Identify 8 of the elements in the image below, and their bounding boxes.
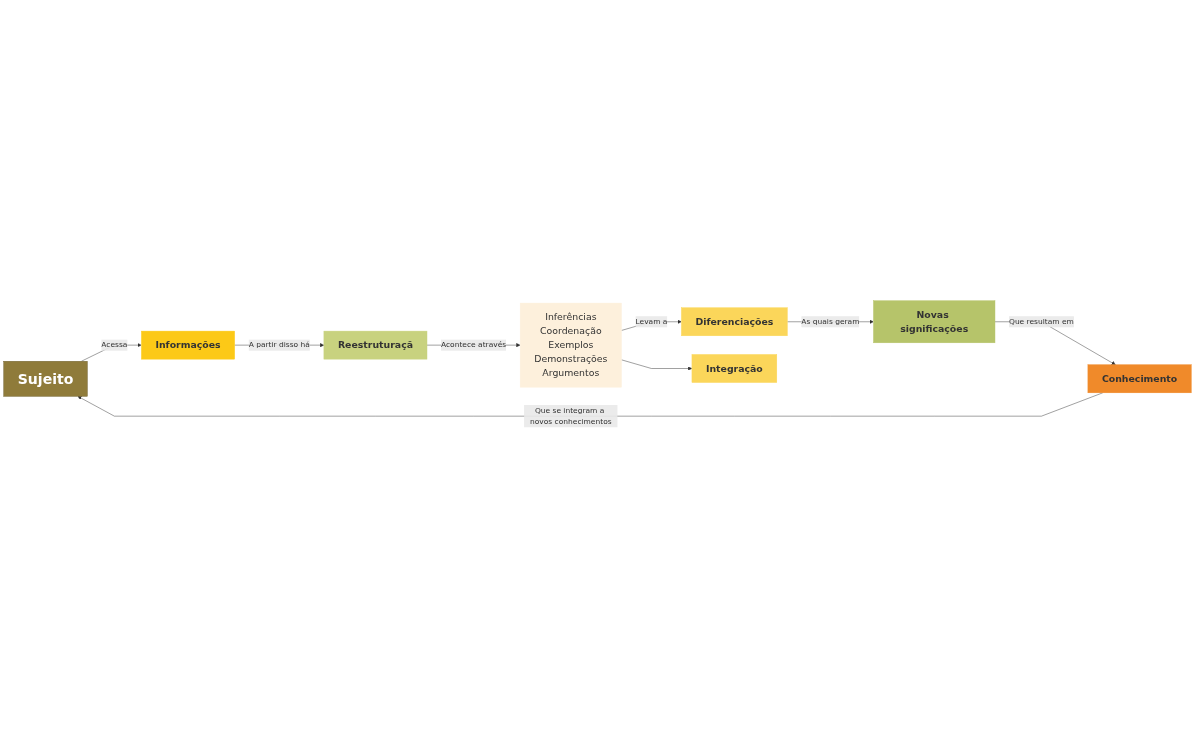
node-box: Sujeito — [3, 361, 88, 397]
node-box: Integração — [691, 354, 778, 384]
node-box: Novas significações — [873, 300, 996, 344]
node-box: Inferências Coordenação Exemplos Demonstrações Argumentos — [519, 303, 622, 388]
node-box: Reestruturaçã — [323, 331, 428, 360]
node-box: Diferenciações — [681, 307, 788, 337]
node-box: Informações — [141, 331, 235, 360]
node-box: Conhecimento — [1087, 364, 1192, 394]
